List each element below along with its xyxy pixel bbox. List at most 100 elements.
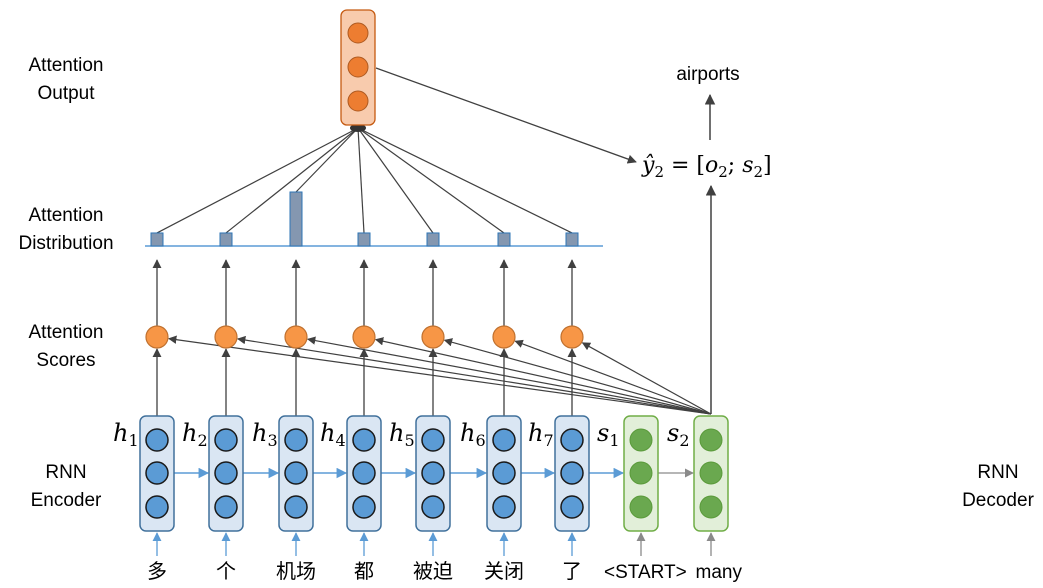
label-attention-output-line2: Output	[37, 83, 95, 104]
label-rnn-decoder-line1: RNN	[977, 462, 1018, 483]
encoder-neuron	[560, 495, 584, 519]
eq-s-sub: 2	[754, 163, 764, 181]
attention-output-node	[347, 90, 369, 112]
encoder-neuron	[145, 428, 169, 452]
decoder-to-score-arrow	[514, 339, 712, 415]
label-attention-output: Attention Output	[29, 55, 104, 104]
encoder-input-word: 个	[216, 559, 236, 583]
output-word: airports	[676, 64, 739, 85]
label-attention-scores: Attention Scores	[29, 322, 104, 371]
label-attention-scores-line2: Scores	[36, 350, 95, 371]
encoder-neuron	[492, 461, 516, 485]
attention-score-node	[214, 325, 238, 349]
bar-to-output-line	[357, 127, 365, 233]
label-rnn-decoder-line2: Decoder	[962, 490, 1034, 511]
eq-open: = [	[664, 153, 705, 178]
encoder-neuron	[421, 461, 445, 485]
encoder-neuron	[284, 428, 308, 452]
attention-bar	[497, 232, 511, 247]
decoder-neuron	[629, 428, 653, 452]
encoder-neuron	[421, 428, 445, 452]
attention-bar	[219, 232, 233, 247]
eq-close: ]	[763, 153, 772, 178]
label-rnn-encoder: RNN Encoder	[31, 462, 102, 511]
decoder-neuron	[699, 461, 723, 485]
attention-score-node	[284, 325, 308, 349]
eq-o: o	[705, 153, 718, 178]
attention-score-node	[145, 325, 169, 349]
encoder-hidden-label: h2	[182, 419, 208, 450]
encoder-neuron	[560, 461, 584, 485]
encoder-neuron	[284, 461, 308, 485]
attention-score-node	[352, 325, 376, 349]
decoder-to-score-arrow	[306, 336, 712, 415]
attention-bar	[565, 232, 579, 247]
bar-to-output-line	[357, 127, 434, 234]
encoder-input-word: 了	[562, 559, 582, 583]
attention-bar	[289, 191, 303, 247]
attention-score-node	[560, 325, 584, 349]
label-attention-distribution: Attention Distribution	[18, 205, 113, 254]
encoder-neuron	[352, 428, 376, 452]
encoder-input-word: 关闭	[484, 559, 524, 583]
encoder-neuron	[492, 428, 516, 452]
eq-yhat: ŷ	[641, 153, 655, 178]
bar-to-output-line	[295, 127, 359, 193]
encoder-neuron	[492, 495, 516, 519]
attention-score-node	[492, 325, 516, 349]
decoder-input-word-start: <START>	[604, 562, 687, 583]
label-rnn-decoder: RNN Decoder	[962, 462, 1034, 511]
label-attention-output-line1: Attention	[29, 55, 104, 76]
decoder-to-score-arrow	[581, 342, 712, 415]
output-hub	[350, 124, 366, 132]
encoder-neuron	[560, 428, 584, 452]
attention-bar	[426, 232, 440, 247]
eq-sep: ;	[728, 153, 742, 178]
encoder-hidden-label: h4	[320, 419, 346, 450]
encoder-input-word: 都	[354, 559, 374, 583]
encoder-hidden-label: h6	[460, 419, 486, 450]
attention-bar	[150, 232, 164, 247]
decoder-to-score-arrow	[374, 337, 712, 415]
decoder-neuron	[699, 495, 723, 519]
encoder-input-word: 被迫	[413, 559, 453, 583]
encoder-hidden-label: h3	[252, 419, 278, 450]
decoder-to-score-arrow	[168, 335, 712, 415]
output-to-equation-arrow	[375, 67, 637, 164]
encoder-hidden-label: h1	[113, 419, 139, 450]
label-rnn-encoder-line2: Encoder	[31, 490, 102, 511]
output-equation: ŷ2 = [o2; s2]	[641, 153, 772, 181]
eq-s: s	[742, 153, 753, 178]
bar-to-output-line	[357, 127, 573, 234]
attention-output-node	[347, 22, 369, 44]
eq-o-sub: 2	[718, 163, 728, 181]
encoder-neuron	[352, 461, 376, 485]
label-attention-distribution-line2: Distribution	[18, 233, 113, 254]
encoder-input-word: 机场	[276, 559, 316, 583]
decoder-neuron	[629, 461, 653, 485]
eq-yhat-sub: 2	[654, 163, 664, 181]
label-attention-distribution-line1: Attention	[29, 205, 104, 226]
encoder-hidden-label: h5	[389, 419, 415, 450]
decoder-state-label: s1	[597, 419, 620, 450]
decoder-neuron	[629, 495, 653, 519]
encoder-hidden-label: h7	[528, 419, 554, 450]
attention-score-node	[421, 325, 445, 349]
bar-to-output-line	[357, 127, 505, 234]
attention-bar	[357, 232, 371, 247]
encoder-neuron	[352, 495, 376, 519]
encoder-neuron	[421, 495, 445, 519]
encoder-neuron	[214, 495, 238, 519]
label-rnn-encoder-line1: RNN	[45, 462, 86, 483]
bar-to-output-line	[225, 127, 359, 234]
encoder-neuron	[214, 428, 238, 452]
decoder-input-word-many: many	[696, 562, 743, 583]
decoder-neuron	[699, 428, 723, 452]
attention-output-node	[347, 56, 369, 78]
decoder-state-label: s2	[667, 419, 690, 450]
encoder-neuron	[145, 461, 169, 485]
label-attention-scores-line1: Attention	[29, 322, 104, 343]
encoder-neuron	[214, 461, 238, 485]
